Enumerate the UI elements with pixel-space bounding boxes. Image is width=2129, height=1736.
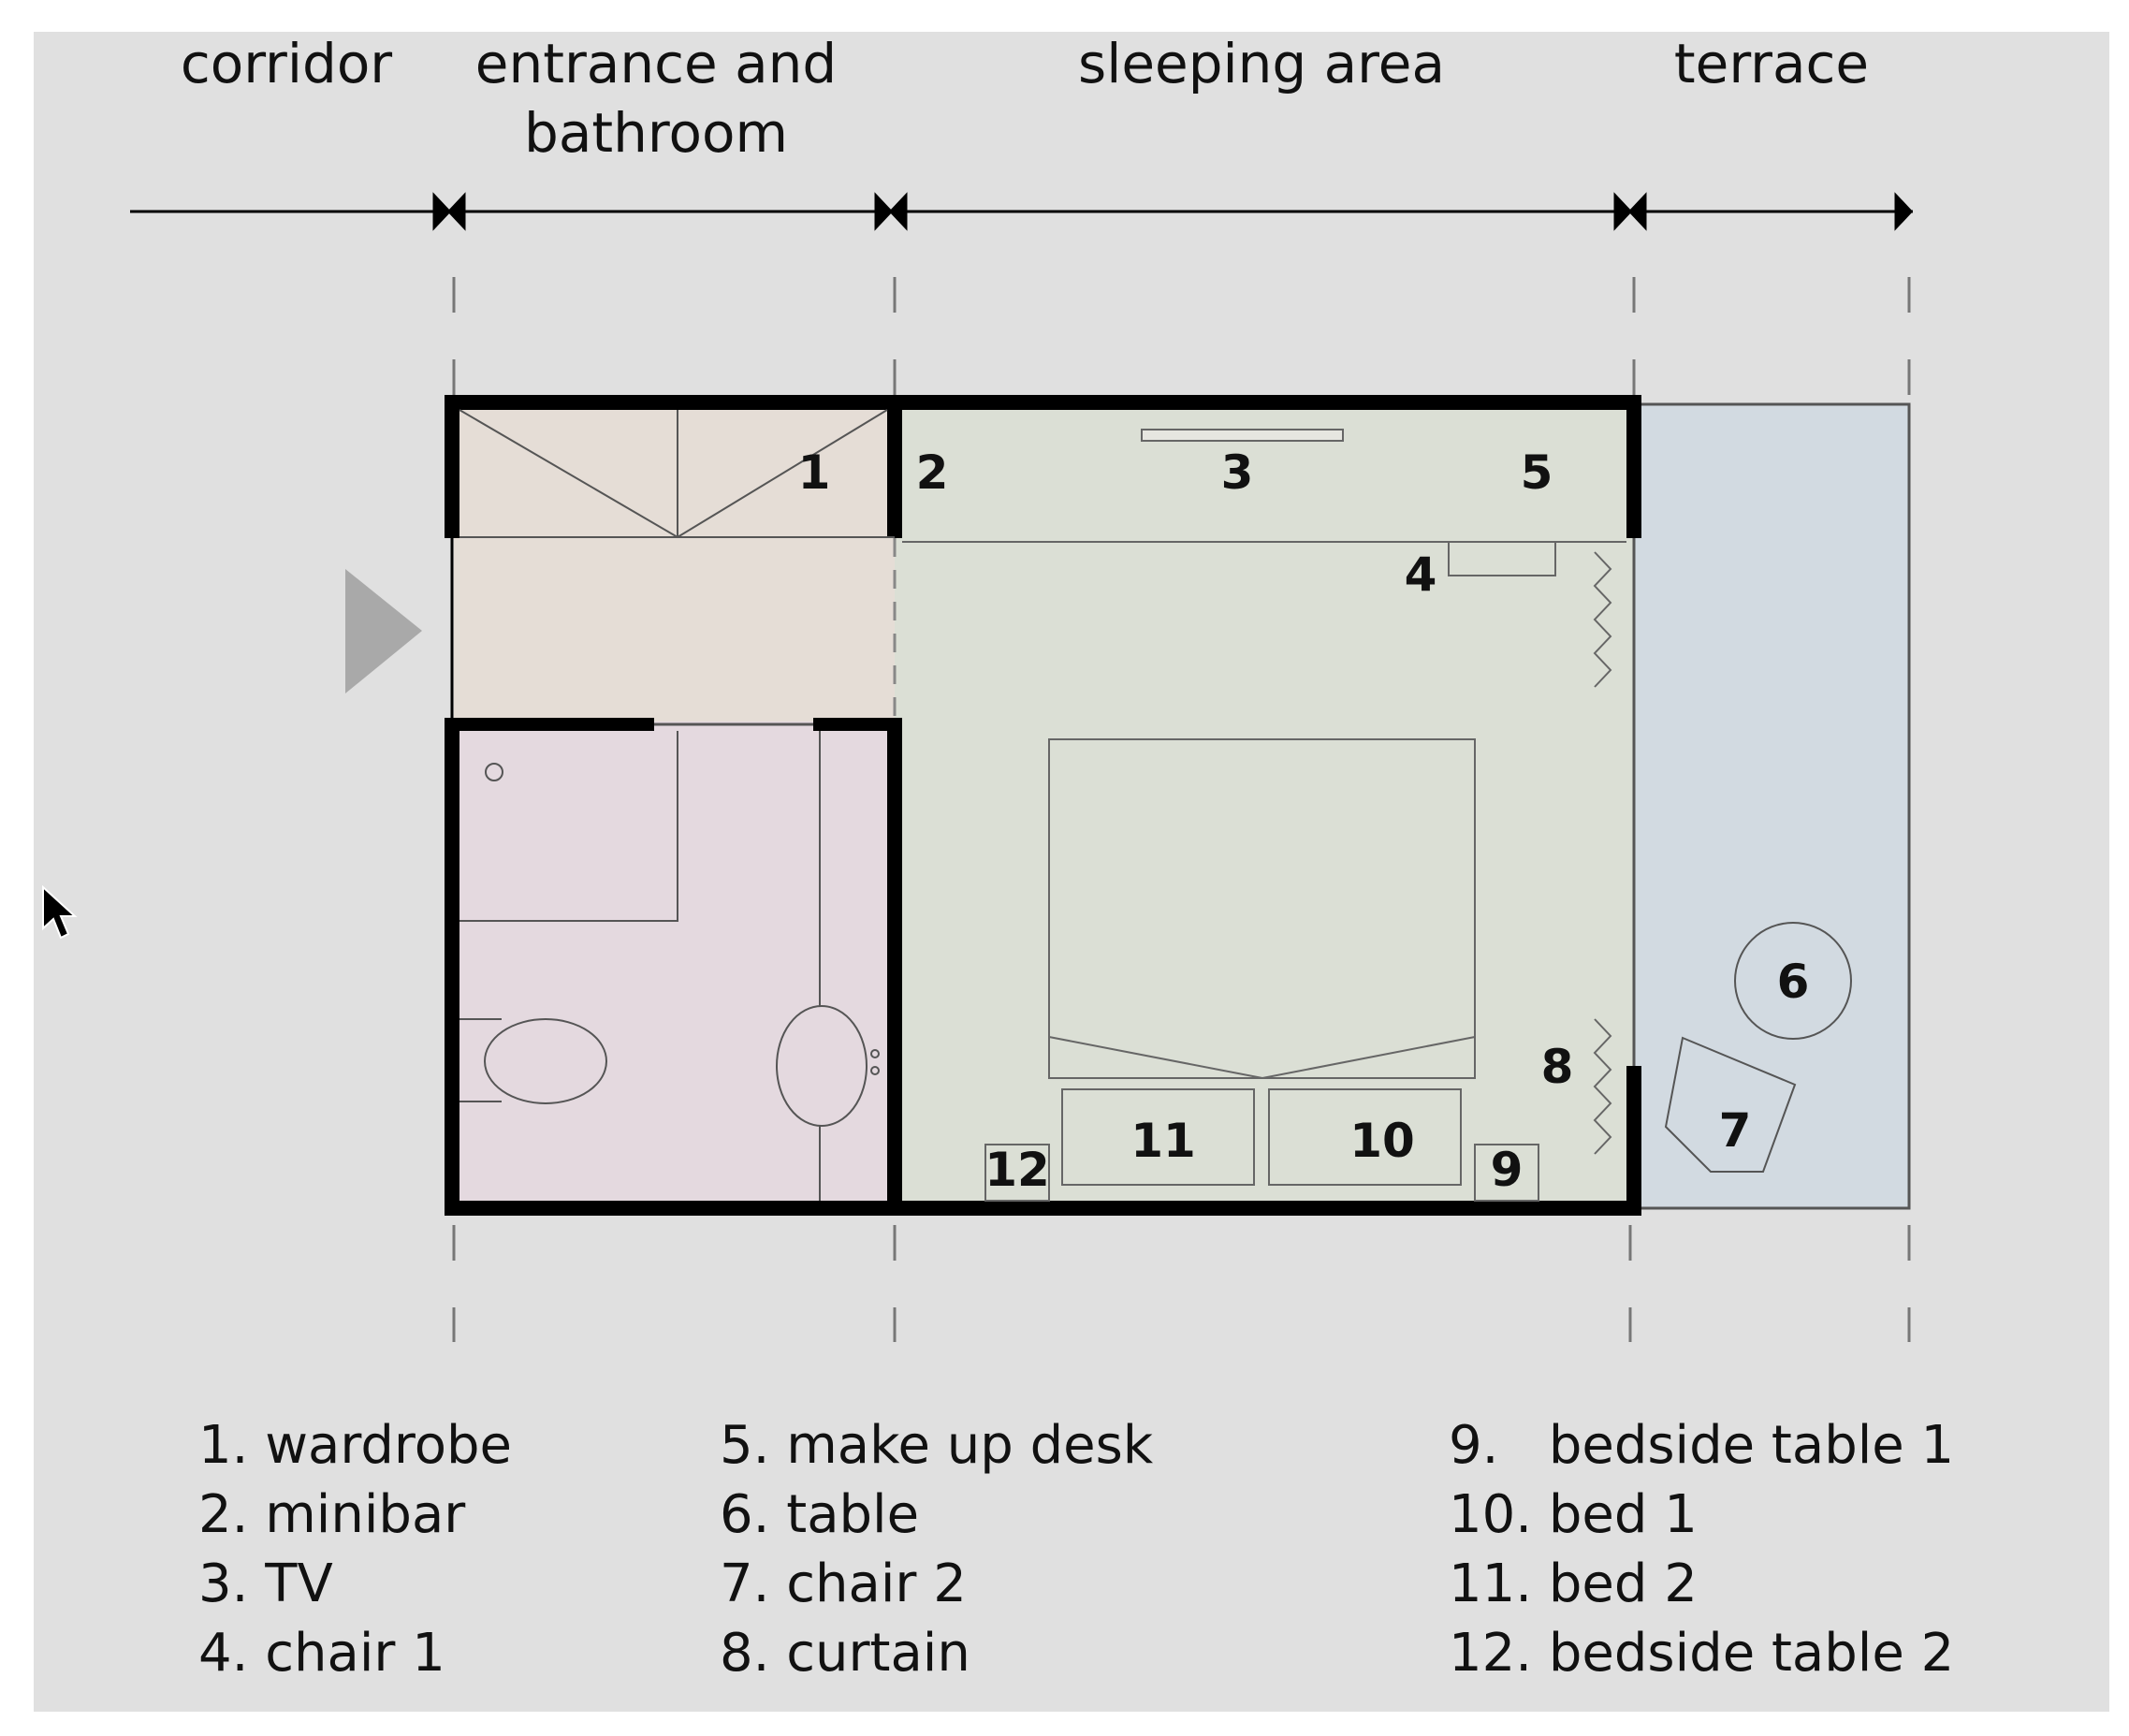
plan-number-12: 12 bbox=[984, 1143, 1050, 1197]
extension-lines bbox=[452, 277, 1911, 1342]
plan-number-5: 5 bbox=[1521, 445, 1553, 500]
entrance-area bbox=[454, 404, 895, 722]
wardrobe bbox=[459, 409, 895, 539]
chair-1-shape bbox=[1448, 541, 1556, 576]
plan-number-2: 2 bbox=[916, 445, 949, 500]
sleeping-area bbox=[895, 404, 1634, 1208]
bed-1-shape bbox=[1268, 1088, 1462, 1186]
plan-number-1: 1 bbox=[798, 445, 831, 500]
curtain-bottom bbox=[1593, 1018, 1612, 1155]
floor-plan: corridor entrance and bathroom sleeping … bbox=[130, 32, 1914, 1342]
plan-number-11: 11 bbox=[1130, 1114, 1196, 1168]
bathroom-area bbox=[454, 722, 895, 1208]
bathroom-fixtures bbox=[459, 731, 880, 1201]
zone-label-corridor: corridor bbox=[181, 32, 392, 95]
table-shape bbox=[1734, 922, 1852, 1040]
bedside-table-2-shape bbox=[984, 1144, 1050, 1202]
terrace-area bbox=[1632, 402, 1911, 1210]
plan-number-3: 3 bbox=[1221, 445, 1254, 500]
terrace-furniture bbox=[1664, 922, 1852, 1173]
curtain-top bbox=[1593, 551, 1612, 688]
zone-label-sleeping: sleeping area bbox=[1078, 32, 1445, 95]
mouse-pointer-icon bbox=[42, 885, 78, 940]
plan-number-10: 10 bbox=[1349, 1114, 1415, 1168]
zone-label-entrance-line1: entrance and bbox=[475, 32, 837, 95]
entry-arrow-icon bbox=[345, 569, 422, 693]
plan-number-9: 9 bbox=[1491, 1143, 1524, 1197]
plan-number-7: 7 bbox=[1719, 1103, 1752, 1158]
bed-2-shape bbox=[1061, 1088, 1255, 1186]
sleeping-furniture bbox=[902, 429, 1626, 1202]
bedside-table-1-shape bbox=[1474, 1144, 1539, 1202]
zone-label-entrance-line2: bathroom bbox=[524, 101, 788, 165]
plan-number-4: 4 bbox=[1405, 547, 1437, 602]
plan-number-8: 8 bbox=[1541, 1040, 1574, 1094]
tv-shape bbox=[1141, 429, 1344, 442]
floor-plan-panel: corridor entrance and bathroom sleeping … bbox=[34, 32, 2109, 1712]
chair-2-shape bbox=[1664, 1036, 1797, 1173]
zone-label-terrace: terrace bbox=[1674, 32, 1869, 95]
walls bbox=[445, 395, 1641, 1216]
plan-number-6: 6 bbox=[1777, 955, 1810, 1009]
dimension-line bbox=[130, 192, 1914, 231]
